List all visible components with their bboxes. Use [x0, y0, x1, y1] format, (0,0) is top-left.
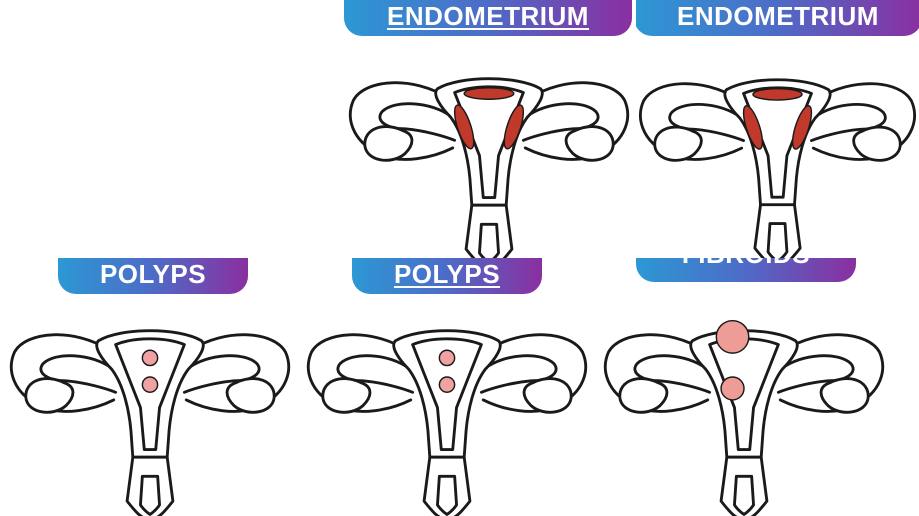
polyps-panel-2: POLYPS [300, 258, 594, 516]
polyps-panel-1: POLYPS [0, 258, 300, 516]
polyps-label-pill-1: POLYPS [58, 258, 248, 294]
fibroids-label-pill: FIBROIDS [636, 258, 856, 282]
polyp-lower [142, 377, 157, 392]
endometrium-label-2: ENDOMETRIUM [677, 1, 879, 32]
polyp-lower [439, 377, 454, 392]
endometrium-label-1: ENDOMETRIUM [387, 1, 589, 32]
polyps-label-2: POLYPS [394, 259, 500, 290]
uterus-polyps-illustration-2 [300, 314, 594, 516]
endometrium-panel-2: ENDOMETRIUM [636, 0, 919, 258]
polyp-upper [142, 350, 157, 365]
uterus-polyps-illustration-1 [0, 314, 300, 516]
fibroid-side [721, 377, 744, 400]
polyps-label-pill-2: POLYPS [352, 258, 542, 294]
polyp-upper [439, 350, 454, 365]
endometrium-label-pill-2: ENDOMETRIUM [636, 0, 919, 36]
polyps-label-1: POLYPS [100, 259, 206, 290]
fibroids-label: FIBROIDS [682, 258, 810, 270]
uterus-endometriosis-illustration-1 [340, 62, 638, 258]
fibroid-top [716, 321, 748, 353]
uterus-endometriosis-illustration-2 [636, 62, 919, 258]
fibroids-panel: FIBROIDS [594, 258, 919, 516]
endometrium-panel-1: ENDOMETRIUM [340, 0, 638, 258]
uterus-fibroids-illustration [594, 314, 894, 516]
endometrium-label-pill-1: ENDOMETRIUM [344, 0, 632, 36]
